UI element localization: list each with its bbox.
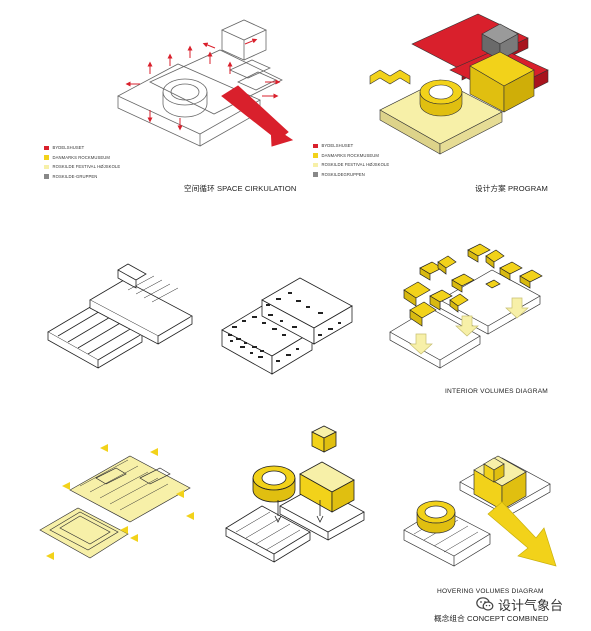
panel-concept-combined xyxy=(403,455,557,567)
panel-space-cirkulation xyxy=(117,19,283,147)
legend-swatch xyxy=(313,143,318,149)
panel-program xyxy=(369,13,549,155)
legend-label: BYDELSHUSET xyxy=(321,143,354,148)
wechat-icon xyxy=(476,597,494,611)
panel-floorplan xyxy=(39,444,194,560)
legend-item: DANMARKS ROCKMUSEUM xyxy=(44,153,120,163)
legend-item: ROSKILDE FESTIVAL HØJSKOLE xyxy=(44,162,120,172)
watermark: 设计气象台 xyxy=(476,593,591,615)
legend-swatch xyxy=(44,164,49,170)
panel-facade xyxy=(221,277,353,375)
caption-interior-volumes: INTERIOR VOLUMES DIAGRAM xyxy=(445,388,548,395)
legend-swatch xyxy=(44,174,49,179)
legend-space: BYDELSHUSET DANMARKS ROCKMUSEUM ROSKILDE… xyxy=(44,143,120,181)
panel-interior-volumes xyxy=(389,243,543,369)
caption-program: 设计方案 PROGRAM xyxy=(475,184,548,193)
legend-swatch xyxy=(44,155,49,160)
legend-label: DANMARKS ROCKMUSEUM xyxy=(321,152,380,158)
panel-hovering xyxy=(225,425,365,563)
legend-item: ROSKILDEGRUPPEN xyxy=(313,170,389,180)
caption-hovering-volumes: HOVERING VOLUMES DIAGRAM xyxy=(437,588,544,595)
panel-space-arrows xyxy=(125,38,294,147)
legend-item: ROSKILDE FESTIVAL HØJSKOLE xyxy=(313,160,389,170)
legend-swatch xyxy=(313,153,318,158)
legend-label: BYDELSHUSET xyxy=(52,145,85,150)
legend-item: BYDELSHUSET xyxy=(313,141,389,151)
legend-label: ROSKILDE FESTIVAL HØJSKOLE xyxy=(52,164,121,170)
caption-space-cirkulation: 空间循环 SPACE CIRKULATION xyxy=(184,184,297,193)
watermark-text: 设计气象台 xyxy=(498,597,564,613)
legend-swatch xyxy=(313,162,318,168)
legend-label: ROSKILDE-GRUPPEN xyxy=(52,173,98,179)
panel-massing-1 xyxy=(47,263,193,369)
legend-label: ROSKILDEGRUPPEN xyxy=(321,171,365,177)
legend-item: BYDELSHUSET xyxy=(44,143,120,153)
caption-concept-combined: 概念组合 CONCEPT COMBINED xyxy=(434,614,549,623)
legend-item: DANMARKS ROCKMUSEUM xyxy=(313,151,389,161)
legend-label: DANMARKS ROCKMUSEUM xyxy=(52,154,111,160)
legend-swatch xyxy=(44,145,49,151)
legend-item: ROSKILDE-GRUPPEN xyxy=(44,172,120,182)
legend-program: BYDELSHUSET DANMARKS ROCKMUSEUM ROSKILDE… xyxy=(313,141,389,179)
legend-label: ROSKILDE FESTIVAL HØJSKOLE xyxy=(321,162,390,168)
legend-swatch xyxy=(313,172,318,177)
